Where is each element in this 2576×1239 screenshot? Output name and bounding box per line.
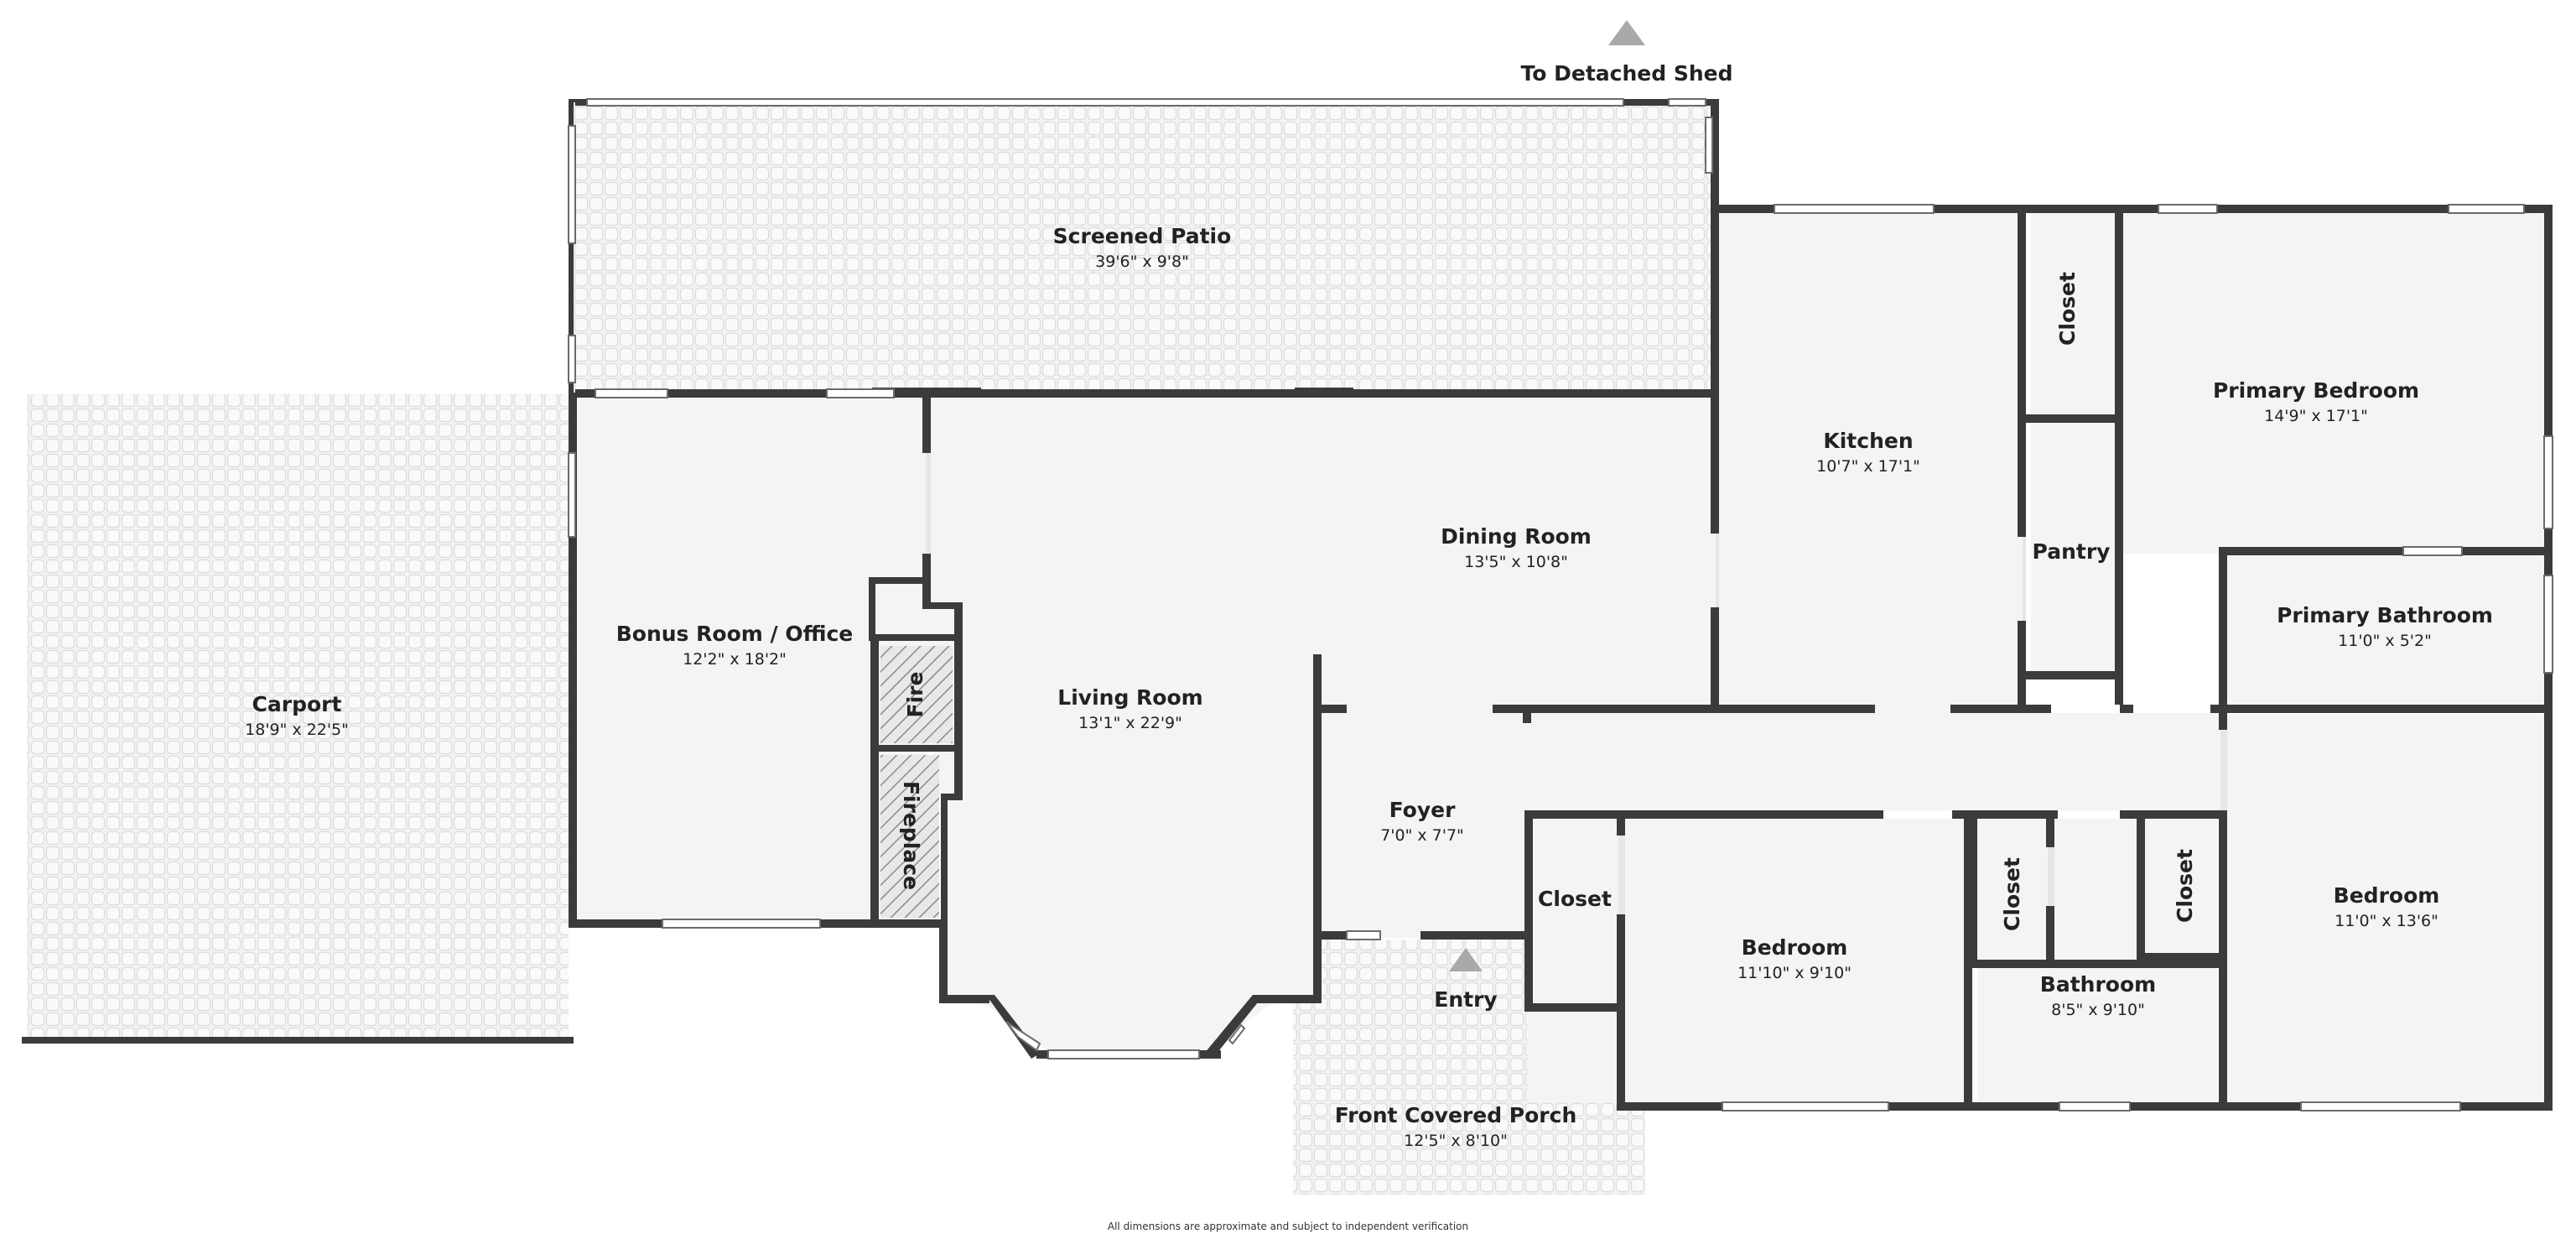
entry-arrow-icon	[1449, 948, 1483, 971]
foyer-dim: 7'0" x 7'7"	[1380, 826, 1464, 845]
closet-foyer-label: Closet	[1538, 887, 1612, 911]
bathroom-name: Bathroom	[2040, 972, 2156, 997]
windows	[568, 98, 2553, 1111]
dining-room-dim: 13'5" x 10'8"	[1464, 553, 1568, 571]
primary-bedroom-dim: 14'9" x 17'1"	[2264, 407, 2368, 425]
screened-patio-dim: 39'6" x 9'8"	[1095, 252, 1189, 271]
bedroom-right-name: Bedroom	[2334, 883, 2440, 908]
porch-dim: 12'5" x 8'10"	[1404, 1132, 1508, 1150]
screened-patio-name: Screened Patio	[1053, 224, 1232, 248]
closet-bath-left-label: Closet	[2000, 857, 2024, 931]
fireplace-label: Fireplace	[899, 781, 923, 890]
carport-name: Carport	[252, 692, 342, 716]
porch-name: Front Covered Porch	[1335, 1103, 1577, 1127]
entry-label: Entry	[1434, 987, 1497, 1012]
living-room-dim: 13'1" x 22'9"	[1078, 714, 1182, 732]
foyer-name: Foyer	[1389, 798, 1456, 822]
kitchen-name: Kitchen	[1823, 429, 1913, 453]
carport-dim: 18'9" x 22'5"	[245, 721, 349, 739]
bedroom-center-dim: 11'10" x 9'10"	[1737, 964, 1852, 982]
bathroom-dim: 8'5" x 9'10"	[2051, 1001, 2145, 1019]
primary-bedroom-name: Primary Bedroom	[2213, 378, 2419, 403]
door-openings	[1883, 705, 2210, 819]
bonus-room-dim: 12'2" x 18'2"	[683, 650, 787, 669]
primary-bathroom-name: Primary Bathroom	[2277, 603, 2493, 627]
disclaimer: All dimensions are approximate and subje…	[1108, 1221, 1468, 1232]
fire-label: Fire	[903, 672, 927, 718]
triangle-up-icon	[1608, 20, 1645, 45]
bedroom-center-name: Bedroom	[1742, 935, 1848, 960]
pantry-label: Pantry	[2033, 539, 2111, 564]
fireplace-hatch-bottom	[880, 755, 939, 918]
living-room-name: Living Room	[1057, 685, 1202, 710]
closet-kitchen-label: Closet	[2055, 272, 2080, 346]
bedroom-right-dim: 11'0" x 13'6"	[2334, 912, 2438, 930]
kitchen-dim: 10'7" x 17'1"	[1816, 457, 1920, 476]
bonus-room-name: Bonus Room / Office	[616, 622, 854, 646]
dining-room-name: Dining Room	[1441, 524, 1592, 549]
shed-label: To Detached Shed	[1521, 61, 1733, 86]
screened-patio-floor	[574, 102, 1711, 393]
interior-floors	[574, 210, 2551, 1102]
carport-floor	[27, 394, 569, 1042]
closet-bath-right-label: Closet	[2173, 849, 2197, 923]
primary-bathroom-dim: 11'0" x 5'2"	[2338, 632, 2432, 650]
fireplace-hatch-top	[880, 646, 953, 743]
light-walls	[574, 102, 2227, 914]
